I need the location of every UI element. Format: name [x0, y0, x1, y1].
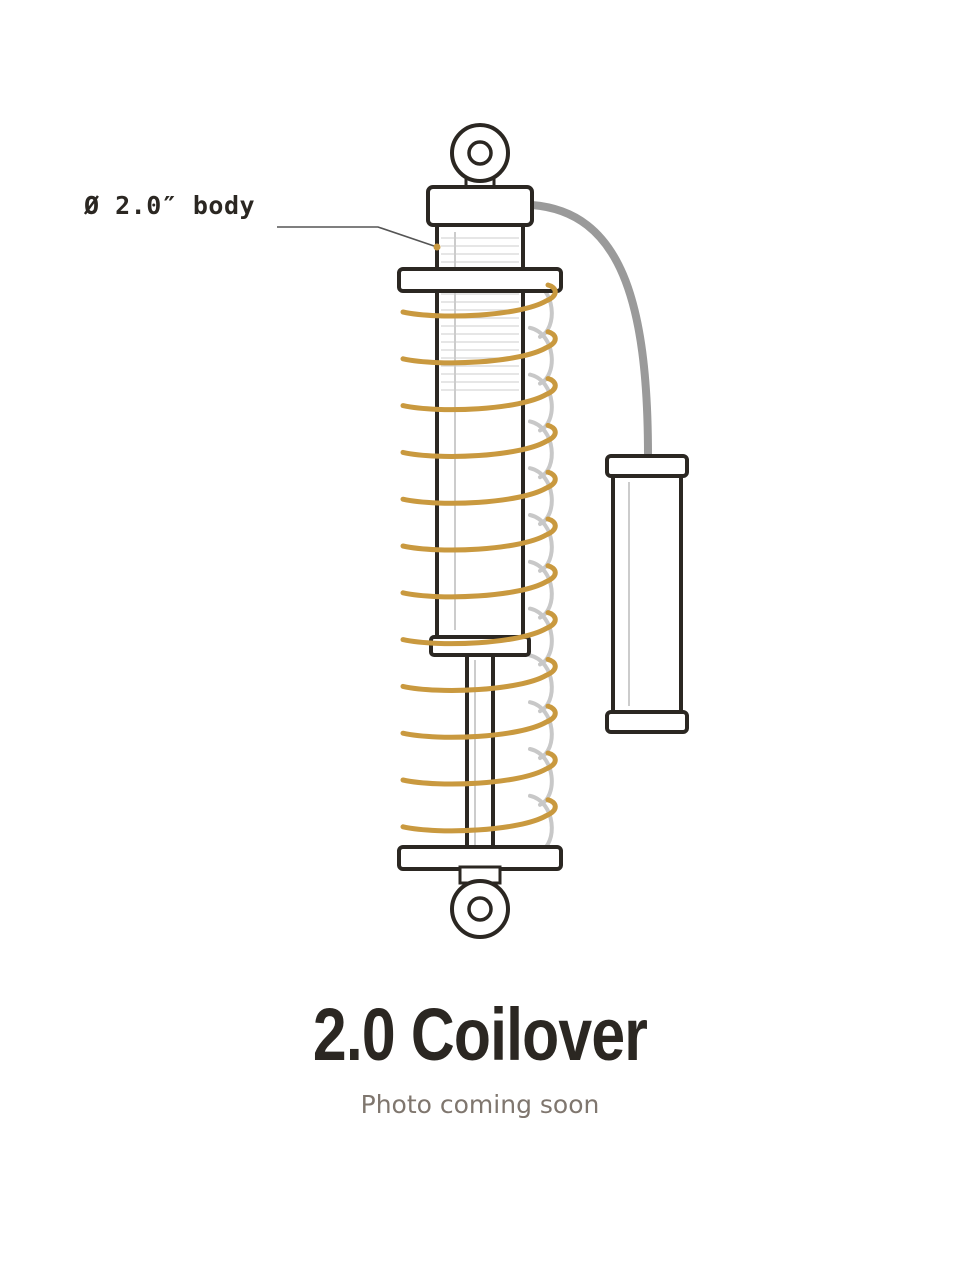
spring-coil-back — [528, 653, 554, 714]
reservoir-canister — [605, 454, 689, 734]
body-diameter-callout: Ø 2.0″ body — [84, 191, 256, 220]
upper-spring-perch — [397, 267, 563, 293]
top-eyelet — [450, 123, 510, 190]
spring-coil-back — [528, 513, 554, 573]
spring-coil-back — [528, 606, 554, 667]
spring-coil-front — [400, 563, 558, 600]
reservoir-hose — [528, 201, 652, 460]
product-title: 2.0 Coilover — [312, 993, 648, 1076]
callout-dot — [433, 243, 441, 251]
spring-coil-back — [528, 466, 554, 526]
spring-coil-front — [400, 329, 558, 366]
spring-coil-front — [400, 516, 558, 553]
top-cap — [426, 185, 534, 227]
spring-coil-front — [400, 422, 558, 459]
spring-coil-front — [400, 797, 558, 834]
bottom-eyelet — [450, 865, 510, 939]
spring-coil-front — [400, 656, 558, 693]
spring-coil-front — [400, 282, 558, 319]
product-subtitle: Photo coming soon — [360, 1090, 600, 1119]
spring-coil-back — [528, 700, 554, 760]
spring-coil-back — [528, 372, 554, 433]
spring-coil-back — [528, 559, 554, 620]
callout-leader — [277, 226, 441, 251]
spring-back-coils — [528, 279, 554, 854]
spring-coil-front — [400, 703, 558, 740]
spring-coil-front — [400, 750, 558, 787]
spring-coil-front — [400, 469, 558, 506]
spring-coil-front — [400, 376, 558, 413]
spring-coil-back — [528, 747, 554, 807]
spring-coil-back — [528, 325, 554, 386]
spring-coil-front — [400, 610, 558, 647]
spring-coil-back — [528, 419, 554, 480]
shock-shaft — [465, 650, 495, 852]
spring-front-coils — [400, 282, 558, 834]
